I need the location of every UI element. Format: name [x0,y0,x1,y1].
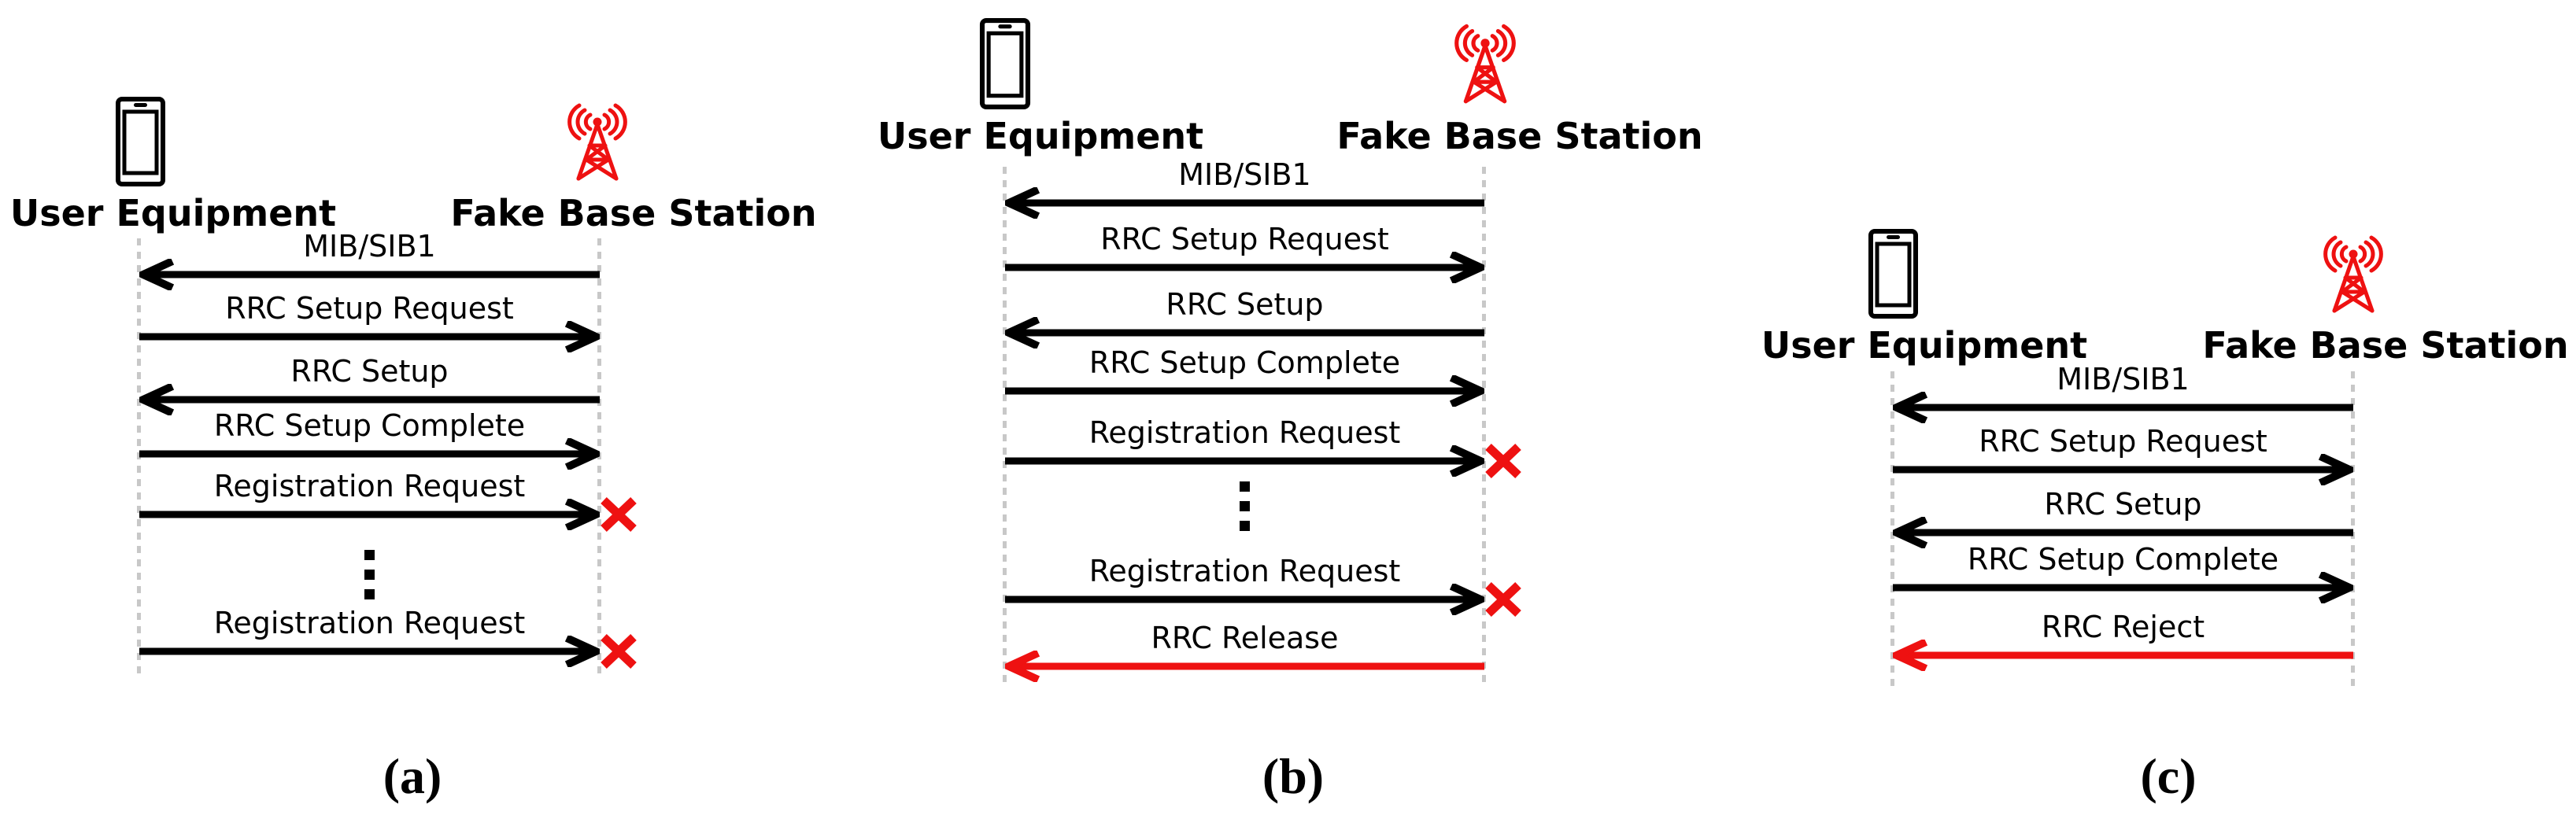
message-arrow-right [1005,584,1484,615]
message-arrow-left [139,259,600,290]
message-arrow-right [1893,454,2353,485]
message-arrow-right [1005,375,1484,407]
message-label: RRC Setup [290,354,449,389]
blocked-x-icon [601,497,637,532]
message-label: RRC Setup Request [1979,424,2267,459]
ue-lifeline [1003,167,1007,688]
ue-actor-label: User Equipment [1761,324,2088,367]
message-label: RRC Release [1151,621,1339,655]
message-arrow-left [139,384,600,415]
message-label: RRC Setup Complete [213,408,526,443]
message-label: RRC Setup [2044,487,2202,522]
fbs-actor-label: Fake Base Station [1336,115,1703,157]
blocked-x-icon [1485,582,1521,617]
fbs-lifeline [597,238,601,678]
smartphone-icon [116,97,165,186]
ue-lifeline [1890,371,1894,686]
message-label: RRC Reject [2041,610,2205,644]
ellipsis-dots [364,545,375,604]
message-label: RRC Setup [1166,287,1324,322]
radio-tower-icon [2323,235,2383,313]
message-arrow-right [1005,445,1484,477]
message-arrow-right [1005,252,1484,283]
message-arrow-right [139,321,600,352]
message-label: MIB/SIB1 [2057,362,2190,396]
message-arrow-left [1893,517,2353,548]
radio-tower-icon [567,103,627,181]
smartphone-icon [1868,229,1918,319]
message-arrow-right [1893,572,2353,603]
message-arrow-right [139,499,600,530]
message-arrow-left [1005,651,1484,682]
message-label: Registration Request [213,606,526,640]
message-arrow-left [1893,392,2353,423]
ue-lifeline [137,238,141,678]
ue-actor-label: User Equipment [9,192,337,234]
fbs-lifeline [1482,167,1486,688]
message-arrow-right [139,636,600,667]
smartphone-icon [979,18,1031,109]
message-label: RRC Setup Complete [1967,542,2279,577]
ellipsis-dots [1239,477,1250,536]
message-arrow-left [1893,640,2353,671]
message-label: RRC Setup Complete [1088,345,1401,380]
blocked-x-icon [1485,444,1521,478]
message-label: MIB/SIB1 [1178,157,1311,192]
message-label: MIB/SIB1 [303,229,436,264]
message-arrow-right [139,438,600,470]
panel-caption: (b) [1262,748,1325,804]
message-arrow-left [1005,317,1484,348]
fbs-lifeline [2351,371,2355,686]
fbs-actor-label: Fake Base Station [450,192,817,234]
fbs-actor-label: Fake Base Station [2202,324,2569,367]
message-label: RRC Setup Request [225,291,514,326]
panel-caption: (c) [2140,748,2197,804]
message-arrow-left [1005,187,1484,219]
blocked-x-icon [601,634,637,669]
message-label: RRC Setup Request [1100,222,1389,256]
radio-tower-icon [1454,24,1516,104]
message-label: Registration Request [213,469,526,503]
message-label: Registration Request [1088,554,1401,588]
panel-caption: (a) [383,748,442,804]
ue-actor-label: User Equipment [877,115,1204,157]
message-label: Registration Request [1088,415,1401,450]
